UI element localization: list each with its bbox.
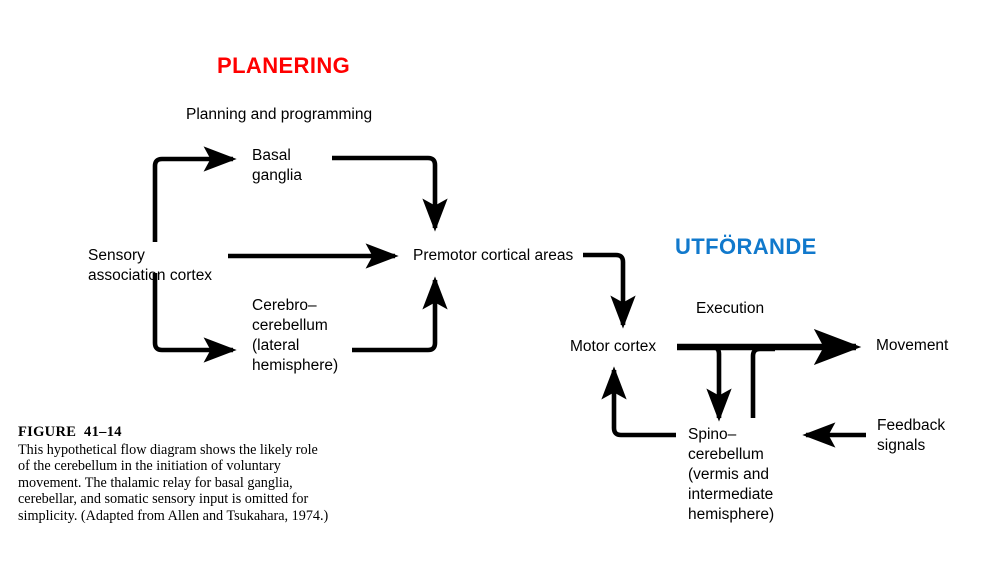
figure-caption: FIGURE 41–14 This hypothetical flow diag…	[18, 424, 330, 524]
edge-basal-ganglia-to-premotor	[332, 155, 448, 232]
node-basal-ganglia: Basal ganglia	[252, 147, 302, 184]
node-execution-label: Execution	[696, 300, 765, 317]
node-cerebro-cerebellum: Cerebro– cerebellum (lateral hemisphere)	[252, 297, 339, 374]
node-motor-cortex: Motor cortex	[570, 338, 657, 355]
edge-spino-cerebellum-to-movement	[750, 346, 775, 418]
section-heading-planering: PLANERING	[217, 53, 351, 78]
edge-motor-cortex-to-spino-cerebellum	[706, 344, 732, 422]
node-spino-cerebellum: Spino– cerebellum (vermis and intermedia…	[688, 426, 775, 523]
edge-spino-cerebellum-to-motor-cortex	[601, 366, 676, 438]
edge-cerebro-cerebellum-to-premotor	[352, 276, 448, 353]
section-heading-utforande: UTFÖRANDE	[675, 234, 817, 259]
figure-caption-title: FIGURE 41–14	[18, 424, 122, 440]
figure-caption-body: This hypothetical flow diagram shows the…	[18, 442, 329, 524]
node-sensory-association-cortex: Sensory association cortex	[88, 247, 213, 284]
edge-sensory-to-basal-ganglia	[152, 146, 237, 242]
node-movement: Movement	[876, 337, 949, 354]
node-feedback-signals: Feedback signals	[877, 417, 946, 454]
node-planning-and-programming: Planning and programming	[186, 106, 373, 123]
node-premotor-cortical-areas: Premotor cortical areas	[413, 247, 574, 264]
edge-premotor-to-motor-cortex	[583, 252, 636, 329]
